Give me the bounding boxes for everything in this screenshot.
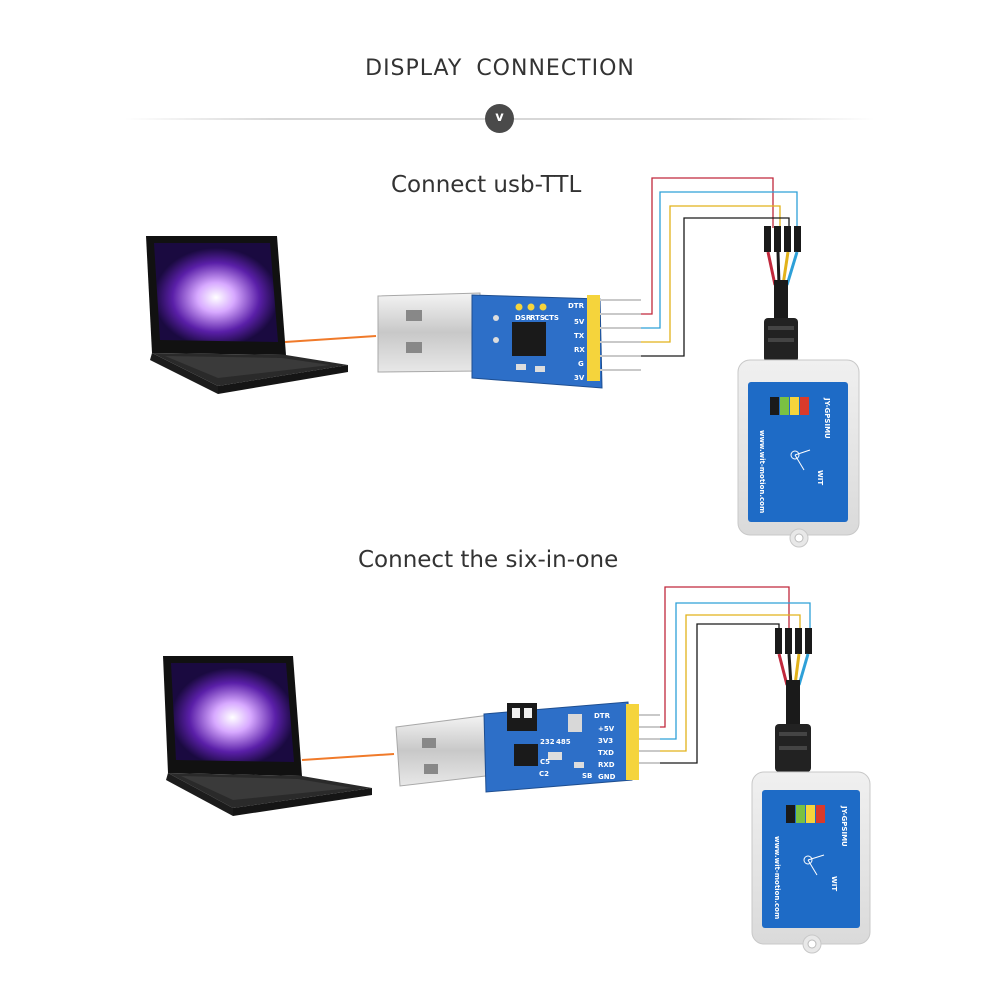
pin-label-rx: RX <box>574 346 585 354</box>
wiring-2 <box>660 586 811 764</box>
adapter-mode-label: 485 <box>556 738 571 746</box>
usb-cable-1 <box>284 335 377 343</box>
laptop-screen <box>171 663 294 762</box>
pin-label-tx: TX <box>574 332 585 340</box>
pin-label-dtr: DTR <box>594 712 611 720</box>
device-brand-logo: WIT <box>830 876 838 891</box>
laptop-1 <box>146 236 348 394</box>
section-title-usb-ttl: Connect usb-TTL <box>391 172 582 198</box>
section-title-six-in-one: Connect the six-in-one <box>358 547 619 573</box>
device-model-label: JY-GPSIMU <box>840 805 848 847</box>
pin-label-dtr: DTR <box>568 302 585 310</box>
pin-label-g: G <box>578 360 584 368</box>
adapter-mode-label: 232 <box>540 738 555 746</box>
jy-gpsimu-device-2: JY-GPSIMU www.wit-motion.com WIT <box>751 628 871 954</box>
adapter-component-label: C5 <box>540 758 550 766</box>
pin-label-txd: TXD <box>598 749 614 757</box>
adapter-top-pin-label: CTS <box>544 314 559 322</box>
usb-cable-2 <box>301 753 395 761</box>
pin-label-5v: +5V <box>598 725 615 733</box>
six-in-one-adapter: 232 485 C2 C5 SB DTR +5V 3V3 TXD RXD GND <box>395 701 660 793</box>
adapter-top-pin-label: RTS <box>530 314 545 322</box>
wiring-1 <box>641 177 798 357</box>
device-website-label: www.wit-motion.com <box>773 836 781 919</box>
adapter-component-label: SB <box>582 772 592 780</box>
usb-ttl-adapter: DSR RTS CTS DTR 5V TX RX G 3V <box>377 292 641 389</box>
laptop-screen <box>154 243 278 342</box>
pin-label-gnd: GND <box>598 773 616 781</box>
adapter-top-pin-label: DSR <box>515 314 532 322</box>
pin-label-rxd: RXD <box>598 761 615 769</box>
pin-label-5v: 5V <box>574 318 585 326</box>
jy-gpsimu-device-1: JY-GPSIMU www.wit-motion.com WIT <box>737 226 860 548</box>
device-model-label: JY-GPSIMU <box>823 397 831 439</box>
pin-label-3v: 3V <box>574 374 585 382</box>
laptop-2 <box>163 656 372 816</box>
device-website-label: www.wit-motion.com <box>758 430 766 513</box>
device-brand-logo: WIT <box>816 470 824 485</box>
pin-label-3v3: 3V3 <box>598 737 613 745</box>
chevron-down-icon[interactable]: v <box>485 104 514 133</box>
adapter-component-label: C2 <box>539 770 549 778</box>
page-title: DISPLAY CONNECTION <box>365 56 635 81</box>
